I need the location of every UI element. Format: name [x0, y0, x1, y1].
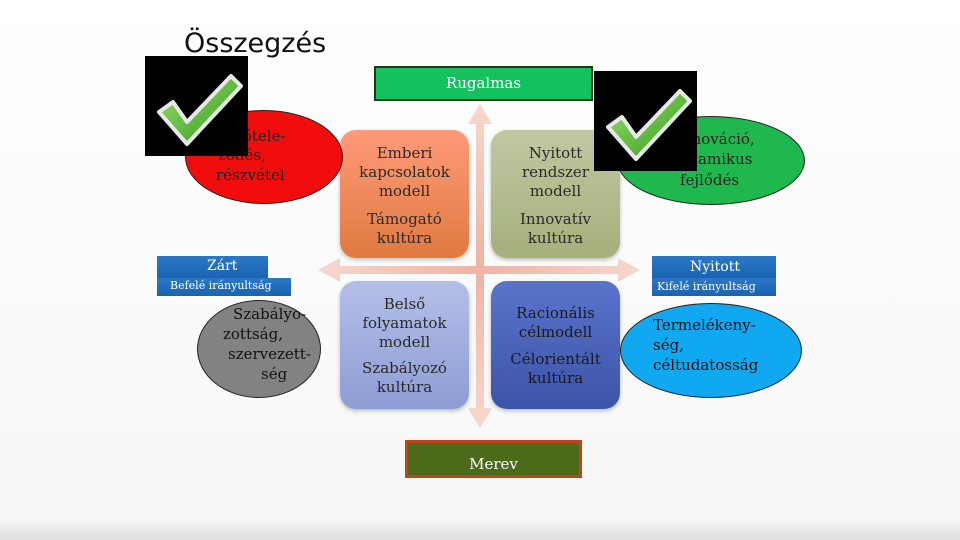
ellipse-text: szervezett-	[228, 345, 311, 363]
quad-culture: Innovatív	[520, 210, 591, 228]
ellipse-text: céltudatosság	[653, 356, 759, 374]
quad-text: Belső	[383, 295, 426, 313]
quad-text: célmodell	[518, 323, 593, 341]
quadrant-internal-process: Belső folyamatok modell Szabályozó kultú…	[340, 281, 469, 409]
flexible-label: Rugalmas	[374, 66, 593, 101]
quad-culture: kultúra	[376, 229, 433, 247]
quad-text: Nyitott	[528, 144, 583, 162]
ellipse-text: ség	[261, 365, 288, 383]
inward-band: Befelé irányultság	[157, 278, 291, 296]
quad-text: modell	[378, 333, 431, 351]
quadrant-human-relations: Emberi kapcsolatok modell Támogató kultú…	[340, 130, 469, 258]
quad-text: modell	[529, 182, 582, 200]
ellipse-text: ség,	[653, 336, 684, 354]
quad-text: Emberi	[376, 144, 433, 162]
vertical-axis-arrow	[468, 104, 492, 428]
ellipse-text: fejlődés	[680, 171, 740, 189]
ellipse-text: Termelékeny-	[653, 316, 756, 334]
open-label: Nyitott	[690, 259, 740, 275]
closed-band: Zárt	[157, 256, 268, 278]
rigid-label: Merev	[405, 440, 582, 478]
quad-culture: Szabályozó	[362, 359, 447, 377]
quad-culture: kultúra	[527, 229, 584, 247]
outward-band: Kifelé irányultság	[652, 278, 776, 296]
regulation-ellipse: Szabályo- zottság, szervezett- ség	[197, 300, 321, 398]
quad-text: kapcsolatok	[359, 163, 450, 181]
quadrant-open-system: Nyitott rendszer modell Innovatív kultúr…	[491, 130, 620, 258]
ellipse-text: zottság,	[223, 325, 283, 343]
ellipse-text: részvétel	[216, 166, 285, 184]
quad-text: rendszer	[522, 163, 589, 181]
check-mark-icon	[145, 56, 248, 156]
productivity-ellipse: Termelékeny- ség, céltudatosság	[620, 303, 802, 398]
check-mark-icon	[594, 71, 697, 171]
slide-shadow	[0, 518, 960, 540]
outward-label: Kifelé irányultság	[657, 280, 756, 293]
open-band: Nyitott	[652, 256, 776, 278]
inward-label: Befelé irányultság	[170, 279, 272, 292]
quad-culture: kultúra	[527, 369, 584, 387]
quad-text: Racionális	[516, 304, 595, 322]
quadrant-rational-goal: Racionális célmodell Célorientált kultúr…	[491, 281, 620, 409]
quad-text: folyamatok	[362, 314, 447, 332]
ellipse-text: Szabályo-	[233, 305, 307, 323]
quad-culture: Célorientált	[510, 350, 601, 368]
quad-culture: kultúra	[376, 378, 433, 396]
closed-label: Zárt	[207, 258, 238, 274]
quad-culture: Támogató	[367, 210, 442, 228]
slide-title: Összegzés	[184, 28, 327, 59]
quad-text: modell	[378, 182, 431, 200]
